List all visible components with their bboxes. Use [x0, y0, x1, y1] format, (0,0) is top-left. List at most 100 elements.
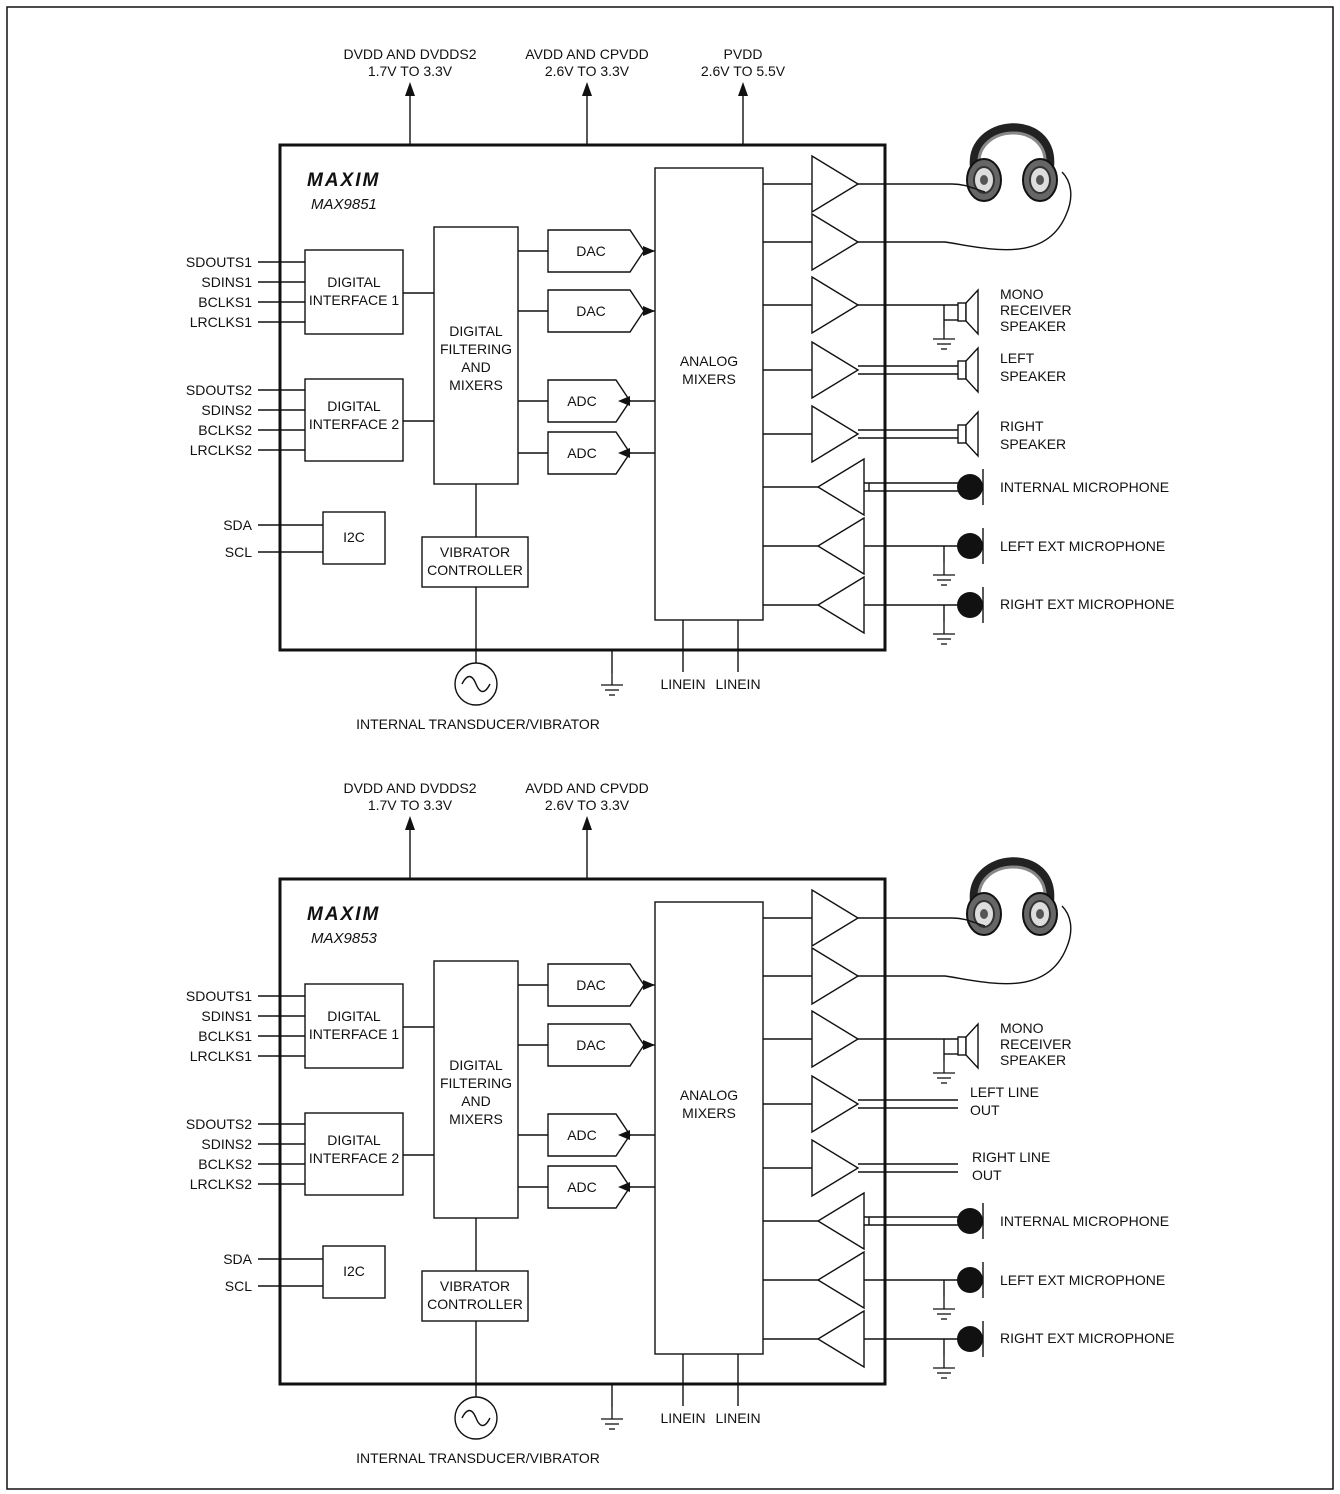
speaker-cone [965, 288, 979, 336]
vibrator-controller-label-line-2: CONTROLLER [427, 562, 523, 578]
pin-label-if2-1: SDOUTS2 [186, 382, 252, 398]
mono-speaker-label-line-3: SPEAKER [1000, 1052, 1066, 1068]
output-amp-2 [811, 946, 860, 1006]
internal-microphone-icon [957, 1203, 984, 1239]
vibrator-controller-box [421, 536, 529, 588]
internal-mic-label: INTERNAL MICROPHONE [1000, 479, 1169, 495]
dac-2-box [547, 289, 645, 333]
left-line-out-label-line-1: LEFT LINE [970, 1084, 1039, 1100]
input-amp-1 [816, 457, 865, 517]
speaker-cone [965, 1022, 979, 1070]
right-cup-center [1036, 175, 1044, 185]
digital-filtering-box [433, 960, 519, 1219]
internal-microphone-icon [957, 469, 984, 505]
supply-arrow-icon-3 [738, 82, 748, 96]
dac-arrow-icon-2 [643, 306, 655, 316]
mono-speaker-label-line-1: MONO [1000, 286, 1044, 302]
digital-interface-1-label-line-1: DIGITAL [327, 1008, 381, 1024]
left-mic-label: LEFT EXT MICROPHONE [1000, 538, 1165, 554]
part-number: MAX9851 [311, 196, 377, 213]
supply-label-2: AVDD AND CPVDD [525, 780, 648, 796]
transducer-wave [461, 1409, 491, 1427]
output-amp-1 [811, 888, 860, 948]
right-cup-center [1036, 909, 1044, 919]
supply-label-3: PVDD [724, 46, 763, 62]
headphone-right-wire [858, 905, 1072, 985]
adc-2-box-label: ADC [567, 1179, 597, 1195]
digital-filtering-label-line-1: DIGITAL [449, 323, 503, 339]
dac-1-box-label: DAC [576, 243, 606, 259]
adc-1-box-label: ADC [567, 393, 597, 409]
linein-label-2: LINEIN [715, 676, 760, 692]
input-amp-3 [816, 575, 865, 635]
right-mic-label: RIGHT EXT MICROPHONE [1000, 596, 1175, 612]
adc-2-box-label: ADC [567, 445, 597, 461]
right-ext-microphone-icon [957, 1321, 984, 1357]
linein-label-1: LINEIN [660, 676, 705, 692]
left-speaker-label-line-1: LEFT [1000, 350, 1035, 366]
right-speaker-icon [957, 410, 979, 458]
headphones-icon [966, 857, 1058, 936]
analog-mixers-box [654, 167, 764, 621]
right-line-out-label-line-1: RIGHT LINE [972, 1149, 1050, 1165]
headband [969, 857, 1055, 903]
linein-label-1: LINEIN [660, 1410, 705, 1426]
left-cup-center [980, 909, 988, 919]
analog-mixers-label-line-1: ANALOG [680, 1087, 738, 1103]
mono-ground-icon [933, 1061, 955, 1084]
headband-highlight [977, 865, 1047, 901]
left-speaker-icon [957, 346, 979, 394]
supply-range-2: 2.6V TO 3.3V [545, 63, 630, 79]
digital-interface-2-label-line-1: DIGITAL [327, 398, 381, 414]
pin-label-if1-1: SDOUTS1 [186, 254, 252, 270]
analog-mixers-box [654, 901, 764, 1355]
chip-outline [278, 143, 887, 652]
headband-highlight [977, 131, 1047, 167]
pin-label-if1-1: SDOUTS1 [186, 988, 252, 1004]
dac-2-box-label: DAC [576, 303, 606, 319]
speaker-magnet [957, 1036, 967, 1056]
pin-label-if2-4: LRCLKS2 [190, 1176, 252, 1192]
left-mic-label: LEFT EXT MICROPHONE [1000, 1272, 1165, 1288]
digital-interface-2-box [304, 1112, 404, 1196]
supply-arrow-icon-1 [405, 816, 415, 830]
chip-ground-icon [601, 673, 623, 696]
part-number: MAX9853 [311, 930, 378, 947]
dac-arrow-icon-1 [643, 980, 655, 990]
digital-interface-2-label-line-1: DIGITAL [327, 1132, 381, 1148]
adc-1-box [547, 379, 631, 423]
pin-label-i2c-1: SDA [223, 1251, 252, 1267]
digital-interface-2-box [304, 378, 404, 462]
pin-label-if2-3: BCLKS2 [198, 1156, 252, 1172]
mic-body [957, 474, 983, 500]
pin-label-if1-4: LRCLKS1 [190, 314, 252, 330]
dac-1-box [547, 963, 645, 1007]
headband [969, 123, 1055, 169]
brand-logo: MAXIM [307, 170, 380, 191]
digital-interface-1-box [304, 249, 404, 335]
speaker-cone [965, 410, 979, 458]
digital-filtering-label-line-3: AND [461, 1093, 491, 1109]
mono-speaker-icon [957, 288, 979, 336]
input-amp-1 [816, 1191, 865, 1251]
pin-label-i2c-2: SCL [225, 544, 252, 560]
adc-2-box [547, 431, 631, 475]
speaker-magnet [957, 424, 967, 444]
left-cup-center [980, 175, 988, 185]
supply-label-2: AVDD AND CPVDD [525, 46, 648, 62]
dac-arrow-icon-1 [643, 246, 655, 256]
mono-speaker-icon [957, 1022, 979, 1070]
right-ext-microphone-icon [957, 587, 984, 623]
vibrator-controller-label-line-2: CONTROLLER [427, 1296, 523, 1312]
dac-2-box-label: DAC [576, 1037, 606, 1053]
adc-1-box [547, 1113, 631, 1157]
internal-mic-label: INTERNAL MICROPHONE [1000, 1213, 1169, 1229]
supply-range-1: 1.7V TO 3.3V [368, 797, 453, 813]
speaker-cone [965, 346, 979, 394]
input-amp-3 [816, 1309, 865, 1369]
pin-label-if1-2: SDINS1 [201, 274, 252, 290]
supply-arrow-icon-2 [582, 82, 592, 96]
supply-arrow-icon-1 [405, 82, 415, 96]
